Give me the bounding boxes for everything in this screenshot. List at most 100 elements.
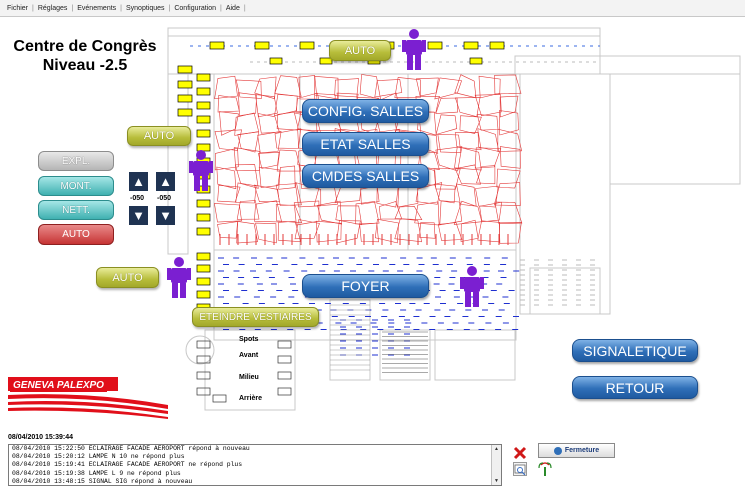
auto-left-upper-button[interactable]: AUTO [127,126,191,146]
vestiaire-arriere-label: Arrière [239,395,262,402]
lamp-icon [177,108,193,117]
lamp-icon [196,340,211,349]
room-mesh-cell [236,200,260,220]
signaletique-button[interactable]: SIGNALETIQUE [572,339,698,362]
room-mesh-cell [255,222,277,244]
search-window-icon[interactable] [513,462,527,476]
arrow-down-left-button[interactable]: ▼ [129,206,148,225]
fermeture-button[interactable]: Fermeture [538,443,615,458]
delete-x-icon[interactable] [513,446,527,460]
event-log[interactable]: 08/04/2010 15:22:50 ECLAIRAGE FACADE AER… [8,444,502,486]
lamp-icon [277,355,292,364]
room-mesh-cell [499,95,519,118]
retour-button[interactable]: RETOUR [572,376,698,399]
lamp-icon [209,41,225,50]
room-mesh-cell [214,203,242,223]
room-mesh-cell [216,166,237,190]
room-mesh-cell [217,184,241,203]
lamp-icon [196,277,211,286]
lamp-icon [212,394,227,403]
arrow-down-right-button[interactable]: ▼ [156,206,175,225]
room-mesh-cell [278,165,296,190]
log-entry: 08/04/2010 15:19:38 LAMPE L 9 ne répond … [12,469,181,477]
room-mesh-cell [414,201,440,226]
menu-fichier[interactable]: Fichier [7,4,29,12]
room-mesh-cell [293,200,320,226]
room-mesh-cell [453,200,483,225]
config-salles-button[interactable]: CONFIG. SALLES [302,99,429,123]
scroll-up-icon[interactable]: ▲ [494,446,499,452]
lamp-icon [254,41,270,50]
room-mesh-cell [494,201,523,225]
lamp-icon [299,41,315,50]
foyer-button[interactable]: FOYER [302,274,429,298]
menu-reglages[interactable]: Réglages [37,4,68,12]
room-mesh-cell [275,204,303,224]
fermeture-label: Fermeture [564,447,600,454]
lamp-icon [196,213,211,222]
room-mesh-cell [474,147,502,169]
room-mesh-cell [235,182,257,204]
room-mesh-cell [236,221,258,244]
arrow-up-left-button[interactable]: ▲ [129,172,148,191]
room-mesh-cell [419,150,440,170]
auto-left-lower-button[interactable]: AUTO [96,267,159,288]
room-mesh-cell [439,200,463,226]
room-mesh-cell [374,218,399,244]
eteindre-vestiaires-button[interactable]: ETEINDRE VESTIAIRES [192,307,319,327]
room-mesh-cell [454,97,481,118]
cmdes-salles-button[interactable]: CMDES SALLES [302,164,429,188]
room-mesh-cell [435,146,463,172]
room-mesh-cell [317,200,343,225]
nett-button[interactable]: NETT. [38,200,114,220]
etat-salles-button[interactable]: ETAT SALLES [302,132,429,156]
menu-evenements[interactable]: Evénements [77,4,117,12]
room-mesh-cell [355,201,380,225]
log-entry: 08/04/2010 15:19:41 ECLAIRAGE FACADE AER… [12,461,243,469]
mont-button[interactable]: MONT. [38,176,114,196]
person-icon [402,29,426,70]
auto-mode-button[interactable]: AUTO [38,224,114,245]
scroll-down-icon[interactable]: ▼ [494,478,499,484]
auto-top-label: AUTO [344,44,376,57]
room-mesh-cell [478,75,501,99]
menu-synoptiques[interactable]: Synoptiques [126,4,165,12]
auto-top-button[interactable]: AUTO [329,40,391,61]
lamp-icon [177,80,193,89]
lamp-icon [177,94,193,103]
room-mesh-cell [234,164,259,189]
menu-aide[interactable]: Aide [225,4,240,12]
room-mesh-cell [419,222,436,239]
room-mesh-cell [274,93,298,117]
arrow-up-right-button[interactable]: ▲ [156,172,175,191]
room-mesh-cell [214,147,239,171]
lamp-icon [196,227,211,236]
room-mesh-cell [394,77,421,98]
lamp-icon [196,252,211,261]
room-mesh-cell [476,113,499,131]
room-mesh-cell [255,94,278,118]
log-scrollbar[interactable]: ▲ ▼ [491,445,501,485]
expl-button[interactable]: EXPL. [38,151,114,171]
room-mesh-cell [496,168,521,189]
room-mesh-cell [454,131,482,151]
room-mesh-cell [459,115,482,135]
room-mesh-cell [394,205,423,221]
room-mesh-cell [493,182,521,206]
room-mesh-cell [433,168,461,190]
room-mesh-cell [276,110,302,131]
room-mesh-cell [238,92,257,117]
room-mesh-cell [257,131,282,154]
room-mesh-cell [415,182,443,205]
antenna-status-icon [538,462,552,476]
menu-configuration[interactable]: Configuration [174,4,216,12]
room-mesh-cell [394,218,422,243]
lamp-icon [196,73,211,82]
room-mesh-cell [276,149,302,172]
room-mesh-cell [498,221,522,244]
room-mesh-cell [217,221,238,239]
room-mesh-cell [334,78,359,98]
lamp-icon [177,65,193,74]
eteindre-vestiaires-label: ETEINDRE VESTIAIRES [199,311,312,323]
room-mesh-cell [454,74,477,99]
